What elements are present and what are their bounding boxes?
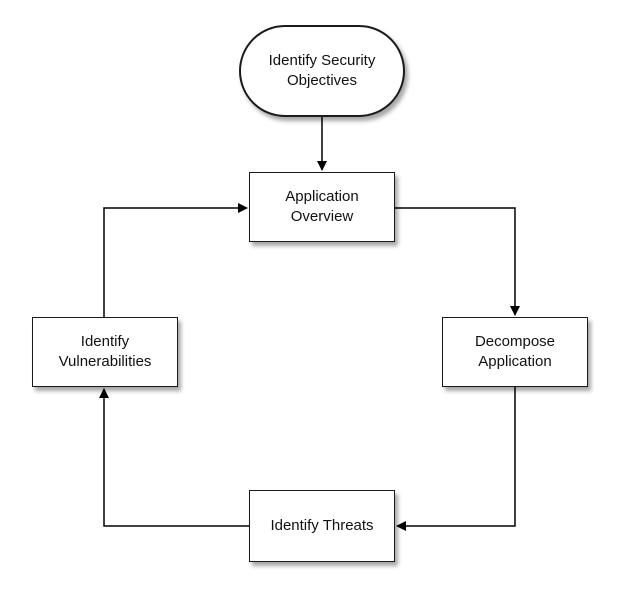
node-decompose-application: Decompose Application xyxy=(442,317,588,387)
node-label-application-overview: Application Overview xyxy=(285,188,359,225)
node-label-identify-threats: Identify Threats xyxy=(270,517,374,534)
edge-vulnerabilities-to-overview xyxy=(103,203,248,317)
node-label-identify-vulnerabilities: Identify Vulnerabilities xyxy=(58,333,152,370)
node-identify-security-objectives: Identify Security Objectives xyxy=(239,25,405,117)
node-application-overview: Application Overview xyxy=(249,172,395,242)
node-identify-threats: Identify Threats xyxy=(249,490,395,562)
node-label-decompose-application: Decompose Application xyxy=(474,333,556,370)
edge-threats-to-vulnerabilities xyxy=(99,388,249,527)
node-identify-vulnerabilities: Identify Vulnerabilities xyxy=(32,317,178,387)
edge-overview-to-decompose xyxy=(395,207,520,316)
edge-decompose-to-threats xyxy=(396,387,516,531)
node-label-identify-security-objectives: Identify Security Objectives xyxy=(268,52,376,89)
